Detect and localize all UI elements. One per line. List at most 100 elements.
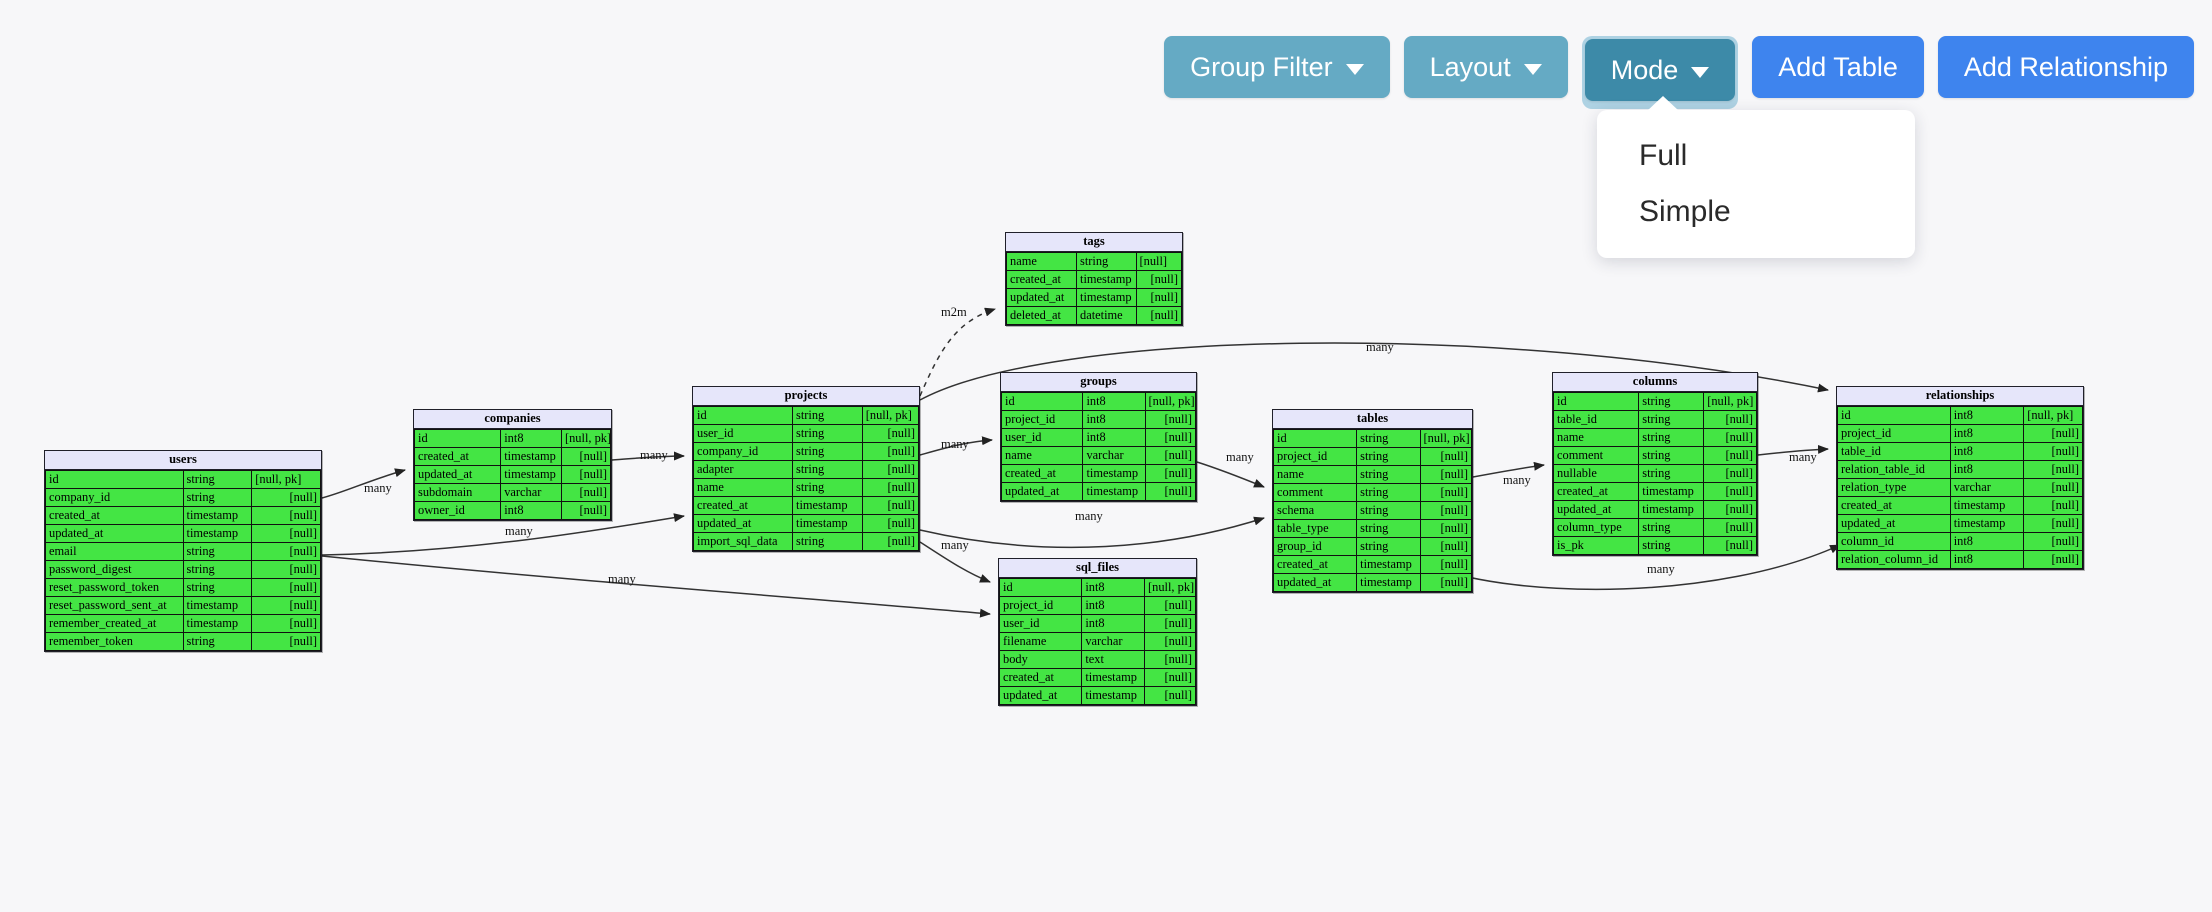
group-filter-button[interactable]: Group Filter [1164, 36, 1390, 98]
column-type: string [1638, 428, 1705, 448]
column-flags: [null, pk] [1144, 392, 1197, 412]
column-type: timestamp [182, 524, 253, 544]
add-table-button[interactable]: Add Table [1752, 36, 1924, 98]
column-type: timestamp [1949, 496, 2025, 516]
column-name: reset_password_sent_at [45, 596, 184, 616]
layout-button[interactable]: Layout [1403, 36, 1568, 98]
column-flags: [null] [251, 542, 321, 562]
column-name: updated_at [693, 514, 793, 534]
mode-menu-item-full[interactable]: Full [1639, 139, 1688, 172]
column-flags: [null] [1703, 482, 1757, 502]
column-flags: [null] [861, 460, 920, 480]
column-type: timestamp [1081, 686, 1146, 706]
column-type: timestamp [792, 514, 863, 534]
column-flags: [null] [251, 596, 321, 616]
mode-menu-item-simple[interactable]: Simple [1639, 195, 1731, 228]
column-name: updated_at [1552, 500, 1640, 520]
column-type: string [1356, 429, 1421, 449]
add-relationship-button[interactable]: Add Relationship [1937, 36, 2194, 98]
mode-button[interactable]: Mode [1584, 39, 1736, 101]
edge-label-tables-relationships: many [1647, 562, 1675, 576]
